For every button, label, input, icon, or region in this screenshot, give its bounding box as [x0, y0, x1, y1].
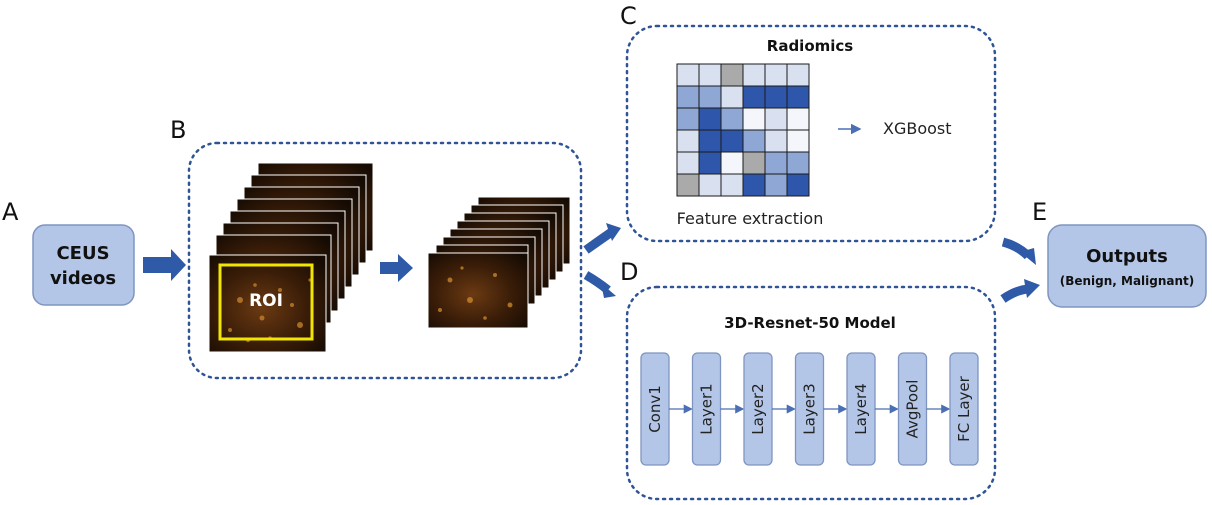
cropped-frame-stack: [427, 196, 571, 329]
grid-cell: [698, 151, 722, 175]
grid-cell: [742, 151, 766, 175]
grid-cell: [764, 129, 788, 153]
grid-cell: [698, 63, 722, 87]
grid-cell: [720, 85, 744, 109]
grid-cell: [742, 85, 766, 109]
grid-cell: [742, 63, 766, 87]
roi-box: [218, 263, 314, 341]
section-letter-a: A: [2, 198, 19, 226]
grid-cell: [698, 173, 722, 197]
layer-block: [949, 352, 979, 466]
layer-label: FC Layer: [955, 375, 973, 442]
layer-label: Layer1: [698, 383, 716, 434]
outputs-title: Outputs: [1086, 246, 1168, 267]
resnet-title: 3D-Resnet-50 Model: [724, 314, 896, 332]
grid-cell: [742, 173, 766, 197]
feature-extraction-caption: Feature extraction: [677, 209, 824, 228]
arrow-b-to-c: [583, 227, 616, 254]
grid-cell: [786, 151, 810, 175]
layer-label: Layer2: [749, 383, 767, 434]
section-letter-c: C: [620, 2, 637, 30]
grid-cell: [742, 129, 766, 153]
grid-cell: [676, 173, 700, 197]
grid-cell: [786, 173, 810, 197]
grid-cell: [764, 63, 788, 87]
grid-cell: [764, 85, 788, 109]
layer-label: Conv1: [646, 385, 664, 433]
outputs-subtitle: (Benign, Malignant): [1060, 274, 1195, 288]
layer-label: Layer3: [801, 383, 819, 434]
preprocessing-box: [187, 141, 583, 380]
arrow-a-to-b: [143, 249, 186, 281]
grid-cell: [720, 173, 744, 197]
grid-cell: [786, 63, 810, 87]
section-letter-e: E: [1032, 198, 1047, 226]
arrow-roi-crop: [380, 254, 413, 282]
arrow-d-to-e-head: [1024, 279, 1040, 298]
arrow-b-to-c-head: [606, 223, 621, 241]
grid-cell: [720, 151, 744, 175]
layer-label: AvgPool: [904, 380, 922, 439]
grid-cell: [698, 129, 722, 153]
grid-cell: [764, 107, 788, 131]
grid-cell: [698, 85, 722, 109]
grid-cell: [786, 107, 810, 131]
ceus-frame-stack: [208, 162, 374, 353]
layer-label: Layer4: [852, 383, 870, 434]
grid-cell: [676, 85, 700, 109]
section-letter-b: B: [170, 116, 186, 144]
radiomics-box: [625, 24, 997, 243]
grid-cell: [764, 151, 788, 175]
ceus-videos-box: CEUS videos: [32, 224, 135, 306]
grid-cell: [676, 107, 700, 131]
grid-cell: [742, 107, 766, 131]
videos-label: videos: [50, 268, 116, 289]
grid-cell: [786, 129, 810, 153]
grid-cell: [720, 129, 744, 153]
arrow-b-to-d-head: [601, 283, 616, 298]
arrow-d-to-e: [1000, 284, 1029, 303]
grid-cell: [676, 129, 700, 153]
outputs-box: Outputs (Benign, Malignant): [1047, 224, 1207, 308]
grid-cell: [698, 107, 722, 131]
grid-cell: [786, 85, 810, 109]
resnet-box: [625, 285, 997, 501]
grid-cell: [676, 151, 700, 175]
grid-cell: [676, 63, 700, 87]
radiomics-title: Radiomics: [767, 37, 854, 55]
arrow-c-to-e-head: [1020, 248, 1036, 265]
feature-grid: [676, 63, 810, 197]
grid-cell: [764, 173, 788, 197]
layer-blocks: Conv1 Layer1 Layer2 Layer3 Layer4 AvgPool FC L…: [640, 352, 979, 466]
ceus-label: CEUS: [56, 243, 109, 264]
grid-cell: [720, 107, 744, 131]
roi-label: ROI: [249, 291, 283, 311]
xgboost-label: XGBoost: [883, 119, 952, 138]
section-letter-d: D: [620, 258, 638, 286]
grid-cell: [720, 63, 744, 87]
